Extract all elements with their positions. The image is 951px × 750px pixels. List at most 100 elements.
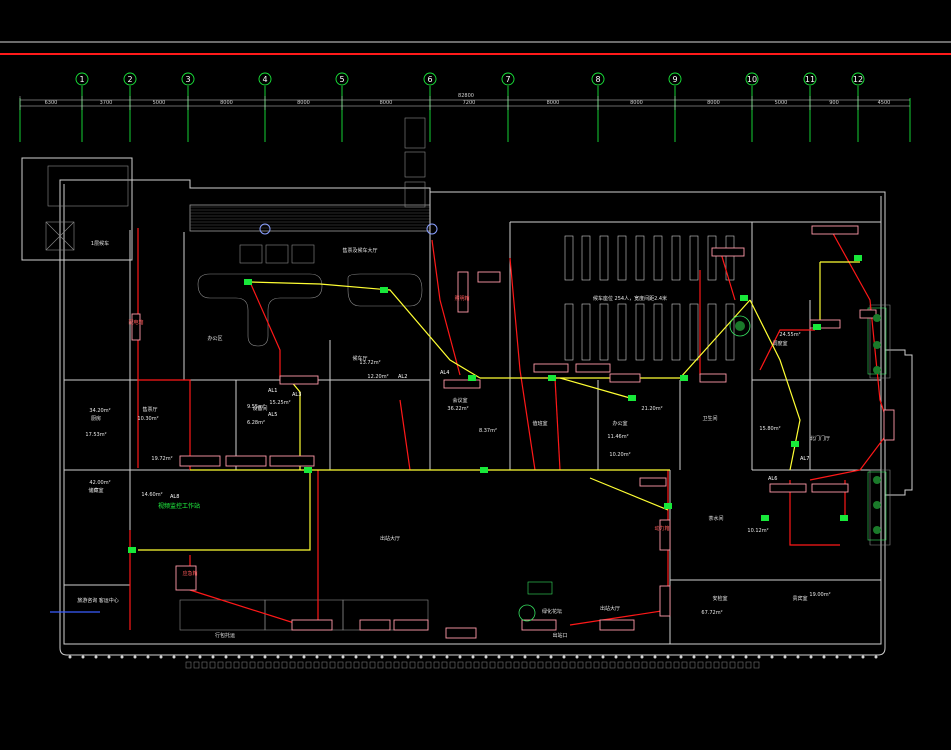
network-node [813,324,821,330]
network-node [740,295,748,301]
room-office-a: 办公室 [612,420,627,427]
axis-bubble [745,72,759,86]
distribution-box [279,375,319,385]
room-main-hall: 出站大厅 [380,535,400,542]
dimension-span: 8000 [547,100,560,106]
distribution-box [269,455,315,467]
axis-label: 9 [672,75,677,84]
room-waiting-hall: 候车厅 [352,355,367,362]
fence-panel [433,661,440,669]
dimension-span: 8000 [220,100,233,106]
fence-panel [481,661,488,669]
fence-post [640,655,644,659]
fence-post [81,655,85,659]
fence-panel [721,661,728,669]
fence-panel [209,661,216,669]
fence-post [861,655,865,659]
seat-row [725,235,735,281]
room-area-label: 15.25m² [269,400,290,406]
axis-label: 10 [747,75,757,84]
fence-post [393,655,397,659]
axis-bubble [501,72,515,86]
distribution-boxes [131,225,895,639]
fence-panel [697,661,704,669]
axis-label: 3 [185,75,190,84]
seat-row [671,235,681,281]
fence-post [588,655,592,659]
fence-panel [345,661,352,669]
axis-label: 7 [505,75,510,84]
fence-panel [297,661,304,669]
distribution-box [393,619,429,631]
room-bottom-left: 旅游咨询 客运中心 [77,597,119,604]
seat-row [635,235,645,281]
fence-panel [441,661,448,669]
label-al3: AL3 [292,392,301,398]
axis-bubble [258,72,272,86]
fence-post [146,655,150,659]
fence-post [380,655,384,659]
distribution-box [811,483,849,493]
fence-post [406,655,410,659]
dimension-span: 4500 [878,100,891,106]
axis-label: 5 [339,75,344,84]
fence-post [692,655,696,659]
fence-post [679,655,683,659]
seat-row [617,303,627,361]
fence-post [159,655,163,659]
room-ticket-exit: 行包托运 [215,632,235,639]
total-dimension: 82800 [458,93,474,99]
fence-post [107,655,111,659]
fence-panel [185,661,192,669]
room-ticket-hall: 售票及候车大厅 [342,247,377,254]
fence-panel [257,661,264,669]
fence-panel [425,661,432,669]
fence-panel [193,661,200,669]
room-right-lobby: 北门门厅 [810,435,830,442]
axis-label: 6 [427,75,432,84]
fence-panel [273,661,280,669]
fence-post [705,655,709,659]
network-node [480,467,488,473]
fence-panel [353,661,360,669]
seat-row [653,303,663,361]
network-node [664,503,672,509]
fence-post [432,655,436,659]
dimension-span: 8000 [630,100,643,106]
distribution-box [659,519,671,551]
blue-column-marker [259,223,271,235]
fence-post [510,655,514,659]
fence-post [744,655,748,659]
fence-panel [545,661,552,669]
fence-panel [729,661,736,669]
room-garden: 绿化花坛 [542,608,562,615]
fence-post [627,655,631,659]
fence-panel [745,661,752,669]
seat-row [599,303,609,361]
fence-post [172,655,176,659]
dimension-span: 5000 [775,100,788,106]
room-area-label: 9.55m² [247,404,265,410]
fence-post [133,655,137,659]
area-labels: 34.20m²10.30m²17.53m²42.00m²15.25m²9.55m… [85,332,830,616]
fence-panel [377,661,384,669]
room-area-label: 13.72m² [359,360,380,366]
distribution-box [609,373,641,383]
room-area-label: 42.00m² [89,480,110,486]
label-al7: AL7 [800,456,809,462]
room-security: 安检室 [712,595,727,602]
distribution-box [811,225,859,235]
room-seat-info: 候车座位 254人，宽度间距2.4米 [593,295,667,302]
fence-panel [497,661,504,669]
seat-row [581,235,591,281]
fence-panel [249,661,256,669]
fence-panel [601,661,608,669]
dimension-span: 7200 [463,100,476,106]
network-node [854,255,862,261]
fence-panel [689,661,696,669]
garden-shrubs [518,314,881,622]
fence-panel [457,661,464,669]
fence-panel [385,661,392,669]
axis-bubble [75,72,89,86]
